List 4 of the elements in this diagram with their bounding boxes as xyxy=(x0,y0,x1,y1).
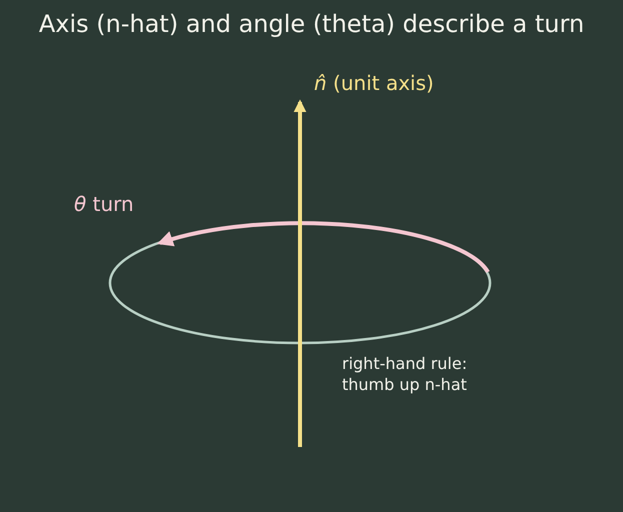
diagram-title: Axis (n-hat) and angle (theta) describe a turn xyxy=(38,10,586,38)
note-text: right-hand rule: thumb up n-hat xyxy=(342,353,468,395)
axis-label: n̂ (unit axis) xyxy=(314,71,434,95)
angle-label: θ turn xyxy=(74,192,134,216)
